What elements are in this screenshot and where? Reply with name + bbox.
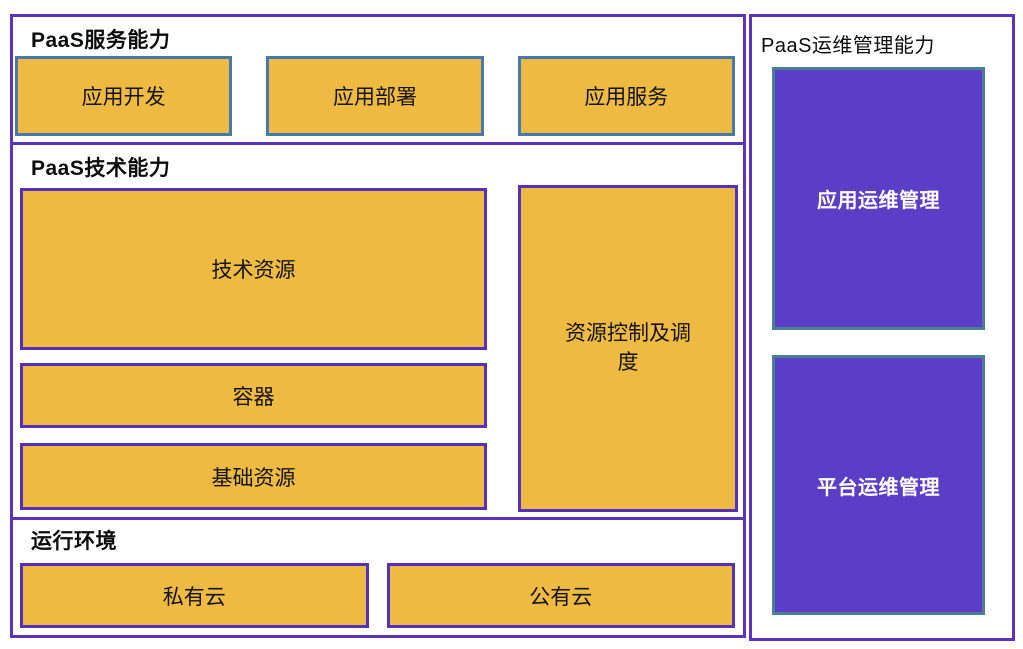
section-runtime-env: 运行环境 私有云 公有云 (10, 517, 746, 638)
box-basic-resource: 基础资源 (20, 443, 487, 510)
box-app-ops-management: 应用运维管理 (772, 67, 985, 330)
section-title-paas-tech: PaaS技术能力 (31, 157, 171, 180)
box-app-deployment: 应用部署 (266, 56, 484, 136)
box-private-cloud: 私有云 (20, 563, 369, 628)
box-platform-ops-management: 平台运维管理 (772, 355, 985, 615)
box-resource-control-scheduling: 资源控制及调度 (518, 185, 738, 512)
box-tech-resource: 技术资源 (20, 188, 487, 350)
runtime-boxes-row: 私有云 公有云 (20, 563, 735, 628)
section-paas-service: PaaS服务能力 应用开发 应用部署 应用服务 (10, 14, 746, 145)
section-paas-ops: PaaS运维管理能力 应用运维管理 平台运维管理 (749, 14, 1015, 641)
box-app-development: 应用开发 (15, 56, 233, 136)
section-title-paas-ops: PaaS运维管理能力 (761, 35, 935, 57)
section-paas-tech: PaaS技术能力 技术资源 容器 基础资源 资源控制及调度 (10, 142, 746, 520)
box-resource-control-label: 资源控制及调度 (565, 322, 691, 374)
box-app-service: 应用服务 (517, 56, 735, 136)
box-container: 容器 (20, 363, 487, 428)
section-title-runtime-env: 运行环境 (31, 530, 117, 553)
service-boxes-row: 应用开发 应用部署 应用服务 (15, 56, 735, 136)
section-title-paas-service: PaaS服务能力 (31, 29, 171, 52)
box-public-cloud: 公有云 (386, 563, 735, 628)
